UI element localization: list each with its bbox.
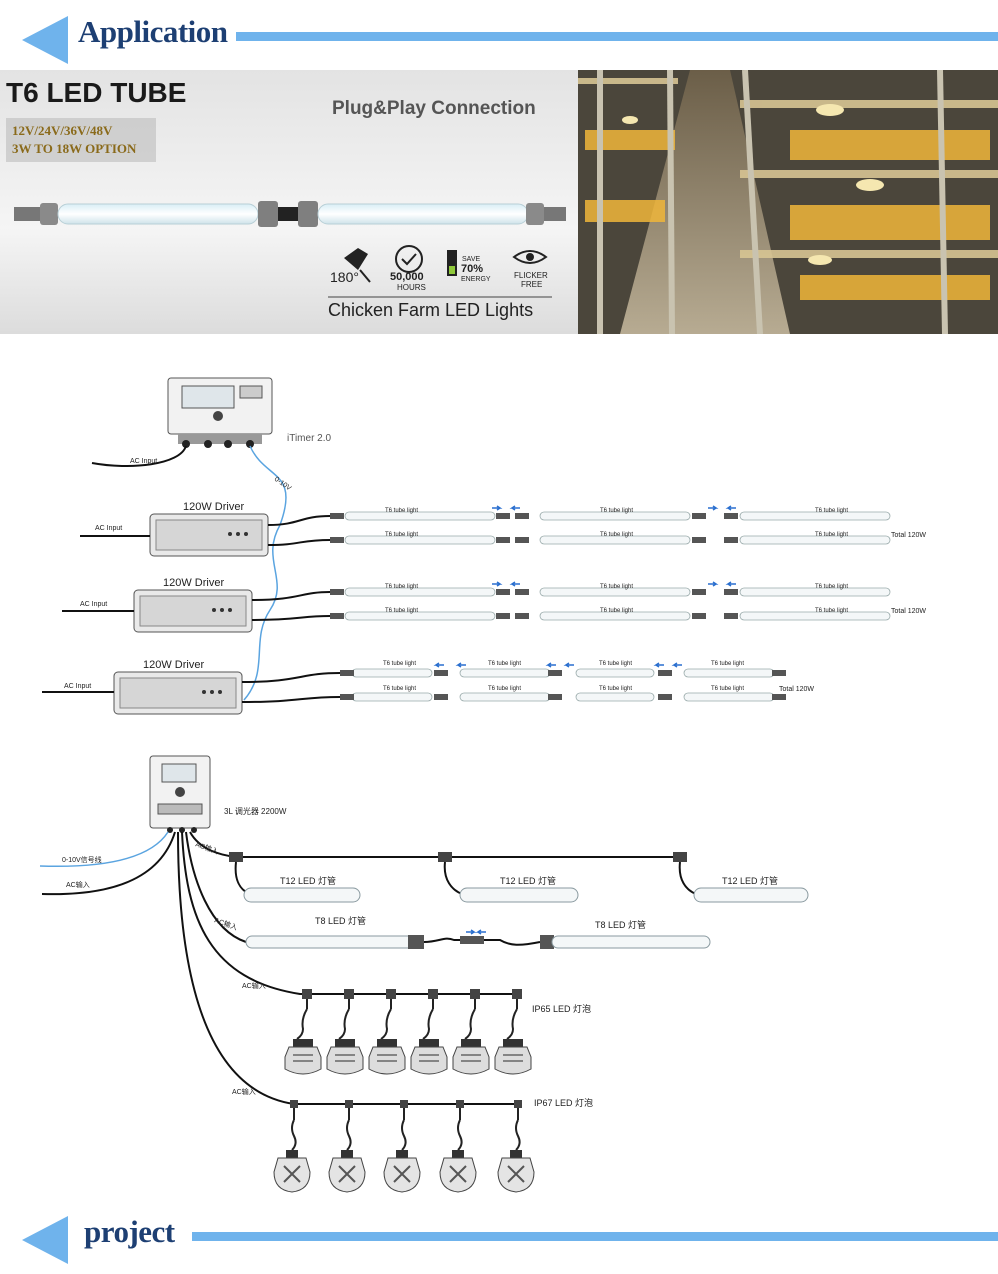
tube-label: T6 tube light	[600, 608, 633, 614]
ip67-label: IP67 LED 灯泡	[534, 1097, 593, 1108]
driver-3	[113, 671, 243, 715]
spec-box	[6, 118, 156, 162]
t12-tubes	[229, 852, 809, 903]
section-title-application: Application	[78, 14, 228, 49]
feature-save-value: 70%	[461, 263, 483, 275]
tube-label: T6 tube light	[815, 508, 848, 514]
banner-background	[0, 70, 578, 334]
section-divider	[236, 32, 998, 41]
section-header-application: Application	[0, 8, 998, 68]
signal-cable	[243, 445, 287, 701]
tube-label: T6 tube light	[488, 661, 521, 667]
driver-2	[133, 589, 253, 633]
tube-label: T6 tube light	[383, 686, 416, 692]
feature-flicker-1: FLICKER	[514, 271, 548, 280]
section-header-project: project	[0, 1208, 998, 1268]
ip65-bulbs	[284, 989, 532, 1075]
tube-label: T6 tube light	[815, 584, 848, 590]
chicken-farm-photo	[578, 70, 998, 334]
driver-2-ac-label: AC Input	[80, 601, 107, 608]
signal-label: 0-10V	[273, 476, 293, 493]
driver-1	[149, 513, 269, 557]
feature-save-label: SAVE	[462, 256, 480, 263]
ip67-bulbs	[273, 1100, 535, 1193]
tube-label: T6 tube light	[385, 532, 418, 538]
t12-line	[189, 831, 680, 858]
led-tube-illustration	[14, 201, 566, 227]
ip65-line	[181, 831, 520, 995]
feature-flicker-2: FREE	[521, 280, 542, 289]
tube-label: T6 tube light	[488, 686, 521, 692]
driver-3-total: Total 120W	[779, 686, 814, 693]
feature-angle: 180°	[330, 269, 359, 285]
t8-line	[185, 831, 247, 943]
driver-3-ac-label: AC Input	[64, 683, 91, 690]
banner-caption: Chicken Farm LED Lights	[328, 300, 533, 320]
dimmer-controller	[149, 755, 211, 833]
driver-3-tube-row-b	[340, 692, 786, 702]
itimer-label: iTimer 2.0	[287, 433, 332, 444]
itimer-controller	[167, 377, 273, 448]
driver-1-title: 120W Driver	[183, 501, 244, 513]
tube-label: T6 tube light	[711, 686, 744, 692]
driver-1-ac-label: AC Input	[95, 525, 122, 532]
tube-label: T6 tube light	[600, 532, 633, 538]
clock-icon	[395, 245, 423, 273]
connection-label: Plug&Play Connection	[332, 98, 536, 119]
section-title-project: project	[84, 1214, 175, 1249]
section-divider	[192, 1232, 998, 1241]
itimer-ac-cable	[91, 445, 187, 468]
spec-wattage: 3W TO 18W OPTION	[12, 141, 137, 156]
itimer-ac-label: AC Input	[130, 458, 157, 465]
dimmer-ac-label: AC输入	[66, 880, 90, 889]
tube-label: T6 tube light	[599, 661, 632, 667]
feature-hours-value: 50,000	[390, 271, 424, 283]
driver-1-total: Total 120W	[891, 532, 926, 539]
t8-label: T8 LED 灯管	[315, 915, 366, 926]
battery-icon	[447, 250, 457, 276]
left-arrow-icon	[22, 1216, 68, 1264]
tube-label: T6 tube light	[385, 508, 418, 514]
product-banner: T6 LED TUBE 12V/24V/36V/48V 3W TO 18W OP…	[0, 70, 998, 334]
ip67-ac-label: AC输入	[232, 1087, 256, 1096]
driver-3-tube-row-a	[340, 662, 786, 678]
feature-save-unit: ENERGY	[461, 276, 491, 283]
tube-label: T6 tube light	[383, 661, 416, 667]
t12-ac-label: AC输入	[194, 839, 219, 856]
wiring-diagram: iTimer 2.0 AC Input 0-10V 120W Driver AC…	[39, 377, 926, 1193]
angle-icon	[344, 248, 371, 283]
ip67-line	[177, 831, 520, 1105]
ip65-label: IP65 LED 灯泡	[532, 1003, 591, 1014]
driver-3-title: 120W Driver	[143, 659, 204, 671]
tube-label: T6 tube light	[815, 532, 848, 538]
product-title: T6 LED TUBE	[6, 77, 186, 108]
ip65-ac-label: AC输入	[242, 981, 266, 990]
tube-label: T6 tube light	[385, 608, 418, 614]
t12-label: T12 LED 灯管	[722, 875, 778, 886]
tube-label: T6 tube light	[600, 508, 633, 514]
dimmer-signal-label: 0-10V信号线	[62, 855, 102, 864]
t8-label: T8 LED 灯管	[595, 919, 646, 930]
feature-hours-unit: HOURS	[397, 283, 426, 292]
dimmer-label: 3L 调光器 2200W	[224, 806, 287, 816]
t12-label: T12 LED 灯管	[280, 875, 336, 886]
tube-label: T6 tube light	[599, 686, 632, 692]
driver-2-total: Total 120W	[891, 608, 926, 615]
tube-label: T6 tube light	[600, 584, 633, 590]
tube-label: T6 tube light	[711, 661, 744, 667]
t12-label: T12 LED 灯管	[500, 875, 556, 886]
driver-2-title: 120W Driver	[163, 577, 224, 589]
eye-icon	[512, 250, 548, 264]
spec-voltage: 12V/24V/36V/48V	[12, 123, 113, 138]
dimmer-signal-cable	[39, 831, 169, 868]
left-arrow-icon	[22, 16, 68, 64]
tube-label: T6 tube light	[385, 584, 418, 590]
dimmer-ac-cable	[41, 831, 176, 896]
tube-label: T6 tube light	[815, 608, 848, 614]
t8-tubes	[245, 929, 711, 949]
